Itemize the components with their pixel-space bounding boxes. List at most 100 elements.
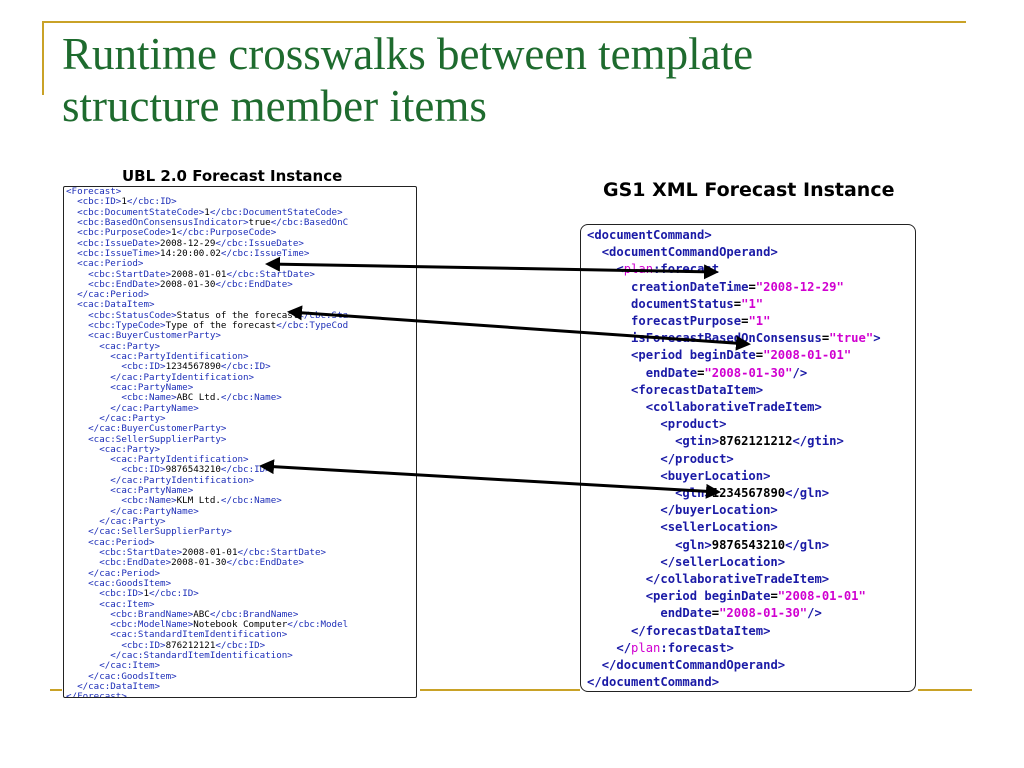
accent-rule-top xyxy=(42,21,966,23)
gs1-xml-line: isForecastBasedOnConsensus="true"> xyxy=(581,330,915,347)
gs1-xml-indent xyxy=(587,331,631,345)
ubl-xml-line: <cbc:ID>1234567890</cbc:ID> xyxy=(64,362,416,372)
gs1-xml-indent xyxy=(587,434,675,448)
gs1-xml-indent xyxy=(587,658,602,672)
ubl-xml-line: </cac:StandardItemIdentification> xyxy=(64,650,416,661)
gs1-xml-indent xyxy=(587,452,660,466)
gs1-xml-indent xyxy=(587,314,631,328)
gs1-xml-attr: forecastPurpose xyxy=(631,314,742,329)
ubl-xml-line: <cac:PartyName> xyxy=(64,382,416,393)
gs1-xml-aval: "2008-01-01" xyxy=(763,348,852,363)
gs1-xml-line: </buyerLocation> xyxy=(581,502,915,519)
slide-title-line-1: Runtime crosswalks between template xyxy=(62,29,754,79)
gs1-xml-indent xyxy=(587,572,646,586)
gs1-xml-indent xyxy=(587,555,660,569)
ubl-xml-value: Status of the forecast xyxy=(176,309,299,321)
gs1-xml-txt: = xyxy=(770,589,778,604)
ubl-xml-tag: </cbc:Name> xyxy=(220,392,282,404)
ubl-xml-tag: </cbc:TypeCod xyxy=(276,320,349,332)
ubl-xml-line: <cac:PartyIdentification> xyxy=(64,454,416,466)
ubl-xml-tag: <cac:GoodsItem> xyxy=(66,577,172,589)
ubl-xml-line: <cbc:BrandName>ABC</cbc:BrandName> xyxy=(64,608,416,620)
ubl-xml-line: </cac:GoodsItem> xyxy=(64,670,416,682)
gs1-xml-tag: <forecastDataItem> xyxy=(631,382,764,397)
gs1-xml-aval: "2008-01-01" xyxy=(777,589,866,604)
ubl-xml-value: 2008-01-30 xyxy=(171,557,227,569)
gs1-xml-txt: = xyxy=(821,331,830,346)
gs1-xml-line: </collaborativeTradeItem> xyxy=(581,571,915,588)
gs1-xml-line: <gln>9876543210</gln> xyxy=(581,537,915,554)
ubl-xml-line: <cac:PartyName> xyxy=(64,485,416,497)
ubl-xml-tag: <cbc:Name> xyxy=(66,392,177,404)
ubl-caption: UBL 2.0 Forecast Instance xyxy=(122,167,343,185)
ubl-xml-line: <cac:Party> xyxy=(64,444,416,455)
ubl-xml-tag: <cbc:ID> xyxy=(66,464,166,476)
gs1-xml-indent xyxy=(587,624,631,638)
ubl-xml-tag: <cac:PartyName> xyxy=(66,485,194,497)
ubl-xml-line: </Forecast> xyxy=(64,692,416,697)
slide-title-line-2: structure member items xyxy=(62,81,487,131)
gs1-xml-tag: </gln> xyxy=(785,486,830,501)
gs1-xml-aval: "2008-01-30" xyxy=(719,606,808,621)
ubl-xml-tag: <cac:Party> xyxy=(66,340,161,352)
gs1-xml-txt: 8762121212 xyxy=(719,434,793,449)
gs1-xml-tag: > xyxy=(873,331,881,346)
gs1-xml-indent xyxy=(587,503,660,517)
ubl-xml-tag: <cbc:ID> xyxy=(66,588,144,600)
gs1-xml-tag: <documentCommand> xyxy=(587,228,712,242)
ubl-xml-line: <cbc:DocumentStateCode>1</cbc:DocumentSt… xyxy=(64,207,416,218)
gs1-xml-txt: = xyxy=(755,348,764,363)
ubl-xml-tag: <cac:PartyIdentification> xyxy=(66,454,249,466)
gs1-xml-txt: 9876543210 xyxy=(711,537,786,552)
ubl-xml-value: 1 xyxy=(143,588,149,600)
gs1-xml-tag: <collaborativeTradeItem> xyxy=(645,400,822,415)
gs1-xml-line: <gln>1234567890</gln> xyxy=(581,485,915,502)
ubl-xml-value: 1234567890 xyxy=(165,361,221,373)
ubl-xml-line: <cbc:ModelName>Notebook Computer</cbc:Mo… xyxy=(64,619,416,630)
ubl-xml-line: <cbc:ID>9876543210</cbc:ID> xyxy=(64,465,416,475)
gs1-xml-tag: <documentCommandOperand> xyxy=(601,245,778,260)
gs1-xml-tag: </forecastDataItem> xyxy=(631,623,771,638)
ubl-xml-line: <cbc:Name>KLM Ltd.</cbc:Name> xyxy=(64,496,416,506)
ubl-xml-value: 2008-01-01 xyxy=(182,546,238,558)
ubl-xml-tag: </cbc:ID> xyxy=(215,639,266,651)
gs1-xml-tag: </collaborativeTradeItem> xyxy=(645,572,830,587)
gs1-xml-txt: 1234567890 xyxy=(711,486,786,501)
ubl-xml-tag: <cbc:TypeCode> xyxy=(66,320,166,332)
gs1-xml-tag: <buyerLocation> xyxy=(660,468,771,483)
ubl-xml-tag: </cac:PartyName> xyxy=(66,505,199,517)
gs1-xml-ns: plan xyxy=(623,262,654,277)
gs1-xml-indent xyxy=(587,589,646,603)
gs1-xml-line: <sellerLocation> xyxy=(581,519,915,536)
ubl-xml-value: 9876543210 xyxy=(165,464,221,476)
ubl-xml-tag: </cbc:IssueTime> xyxy=(220,247,310,259)
ubl-xml-value: 1 xyxy=(121,196,127,208)
ubl-xml-tag: </cbc:BrandName> xyxy=(209,608,299,620)
ubl-xml-tag: </cac:BuyerCustomerParty> xyxy=(66,423,227,435)
gs1-xml-aval: "1" xyxy=(741,296,764,311)
gs1-xml-line: <plan:forecast xyxy=(581,261,915,278)
gs1-xml-tag: <gln> xyxy=(675,486,712,501)
ubl-xml-tag: <cbc:IssueDate> xyxy=(66,237,161,249)
gs1-xml-line: </forecastDataItem> xyxy=(581,623,915,640)
ubl-xml-tag: <cbc:StartDate> xyxy=(66,546,183,558)
gs1-xml-line: <forecastDataItem> xyxy=(581,382,915,399)
gs1-xml-tag: :forecast xyxy=(653,262,720,277)
gs1-xml-aval: "1" xyxy=(748,314,771,329)
gs1-xml-indent xyxy=(587,641,616,655)
gs1-xml-line: </documentCommand> xyxy=(581,674,915,691)
ubl-xml-tag: </cac:GoodsItem> xyxy=(66,670,177,682)
gs1-xml-indent xyxy=(587,383,631,397)
ubl-xml-line: <cbc:IssueDate>2008-12-29</cbc:IssueDate… xyxy=(64,237,416,249)
ubl-xml-tag: <cbc:EndDate> xyxy=(66,278,161,290)
ubl-xml-tag: <cac:BuyerCustomerParty> xyxy=(66,330,221,342)
accent-rule-bottom-left xyxy=(50,689,62,691)
gs1-xml-tag: </documentCommandOperand> xyxy=(601,658,786,673)
gs1-xml-indent xyxy=(587,280,631,294)
gs1-xml-line: <documentCommandOperand> xyxy=(581,244,915,261)
gs1-xml-tag: </documentCommand> xyxy=(587,675,720,690)
gs1-xml-indent xyxy=(587,245,602,259)
ubl-xml-tag: </cbc:ID> xyxy=(149,588,199,600)
gs1-xml-aval: "2008-12-29" xyxy=(755,279,844,294)
gs1-xml-tag: :forecast> xyxy=(660,640,734,655)
